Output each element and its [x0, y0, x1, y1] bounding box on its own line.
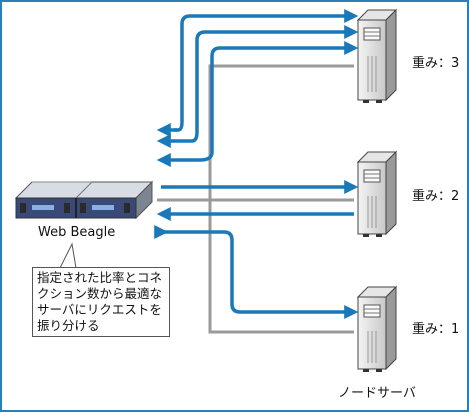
- lb-label: Web Beagle: [38, 225, 116, 240]
- arrow-to-server-1-a: [174, 9, 359, 132]
- note-pointer: [59, 242, 77, 269]
- arrow-lb-server-3: [154, 225, 359, 319]
- server-2: [356, 150, 398, 237]
- weight-label-server-2: 重み：2: [412, 189, 460, 204]
- arrow-to-server-1-b: [191, 25, 359, 143]
- note-box: 指定された比率とコネクション数から最適なサーバにリクエストを振り分ける: [32, 267, 170, 337]
- arrow-to-server-1-c: [199, 41, 359, 162]
- load-balancer: [14, 180, 154, 220]
- weight-label-server-1: 重み：3: [412, 56, 460, 71]
- gray-line-server-1: [157, 64, 354, 202]
- gray-lines: [157, 64, 354, 334]
- node-server-label: ノードサーバ: [338, 386, 416, 401]
- blue-arrows: [154, 9, 359, 319]
- weight-label-server-3: 重み：1: [412, 322, 460, 337]
- server-3: [356, 285, 398, 372]
- server-1: [356, 8, 398, 103]
